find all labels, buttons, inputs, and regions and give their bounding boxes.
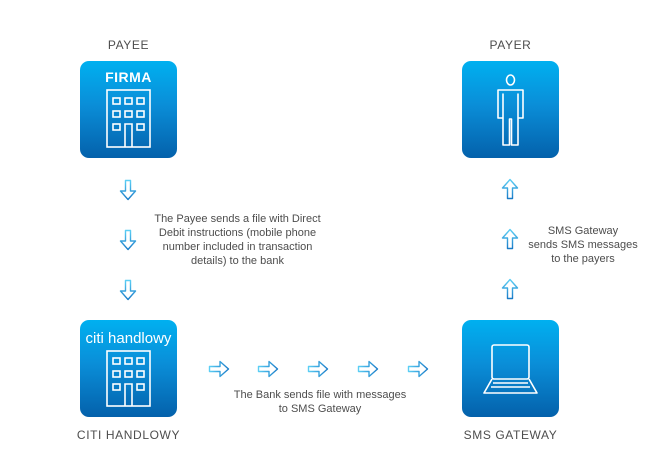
arrow-up-icon — [500, 228, 520, 250]
office-building-icon — [106, 89, 151, 148]
arrow-down-icon — [118, 279, 138, 301]
arrow-right-icon — [257, 359, 279, 379]
gateway-box — [462, 320, 559, 417]
bank-to-gateway-description: The Bank sends file with messages to SMS… — [205, 388, 435, 416]
payee-to-bank-description: The Payee sends a file with Direct Debit… — [140, 212, 335, 268]
payee-box: FIRMA — [80, 61, 177, 158]
payer-box — [462, 61, 559, 158]
payee-label: PAYEE — [107, 38, 150, 52]
bank-label: CITI HANDLOWY — [76, 428, 181, 442]
description-line: sends SMS messages — [528, 239, 638, 251]
arrow-down-icon — [118, 179, 138, 201]
arrow-right-icon — [208, 359, 230, 379]
payer-label: PAYER — [489, 38, 532, 52]
arrow-right-icon — [307, 359, 329, 379]
person-icon — [497, 74, 524, 146]
firma-text: FIRMA — [105, 69, 152, 85]
gateway-to-payer-description: SMS Gateway sends SMS messages to the pa… — [520, 224, 646, 266]
description-line: The Bank sends file with messages — [233, 389, 407, 401]
gateway-label: SMS GATEWAY — [463, 428, 558, 442]
arrow-up-icon — [500, 178, 520, 200]
description-line: to SMS Gateway — [278, 403, 362, 415]
citi-handlowy-logo: citi handlowy — [85, 330, 172, 347]
description-line: The Payee sends a file with Direct — [154, 213, 321, 225]
arrow-right-icon — [357, 359, 379, 379]
description-line: Debit instructions (mobile phone — [158, 227, 317, 239]
description-line: details) to the bank — [191, 255, 284, 267]
description-line: SMS Gateway — [547, 225, 619, 237]
laptop-icon — [483, 344, 538, 394]
arrow-up-icon — [500, 278, 520, 300]
office-building-icon — [106, 350, 151, 407]
description-line: to the payers — [551, 253, 615, 265]
bank-box: citi handlowy — [80, 320, 177, 417]
arrow-down-icon — [118, 229, 138, 251]
arrow-right-icon — [407, 359, 429, 379]
description-line: number included in transaction — [162, 241, 313, 253]
